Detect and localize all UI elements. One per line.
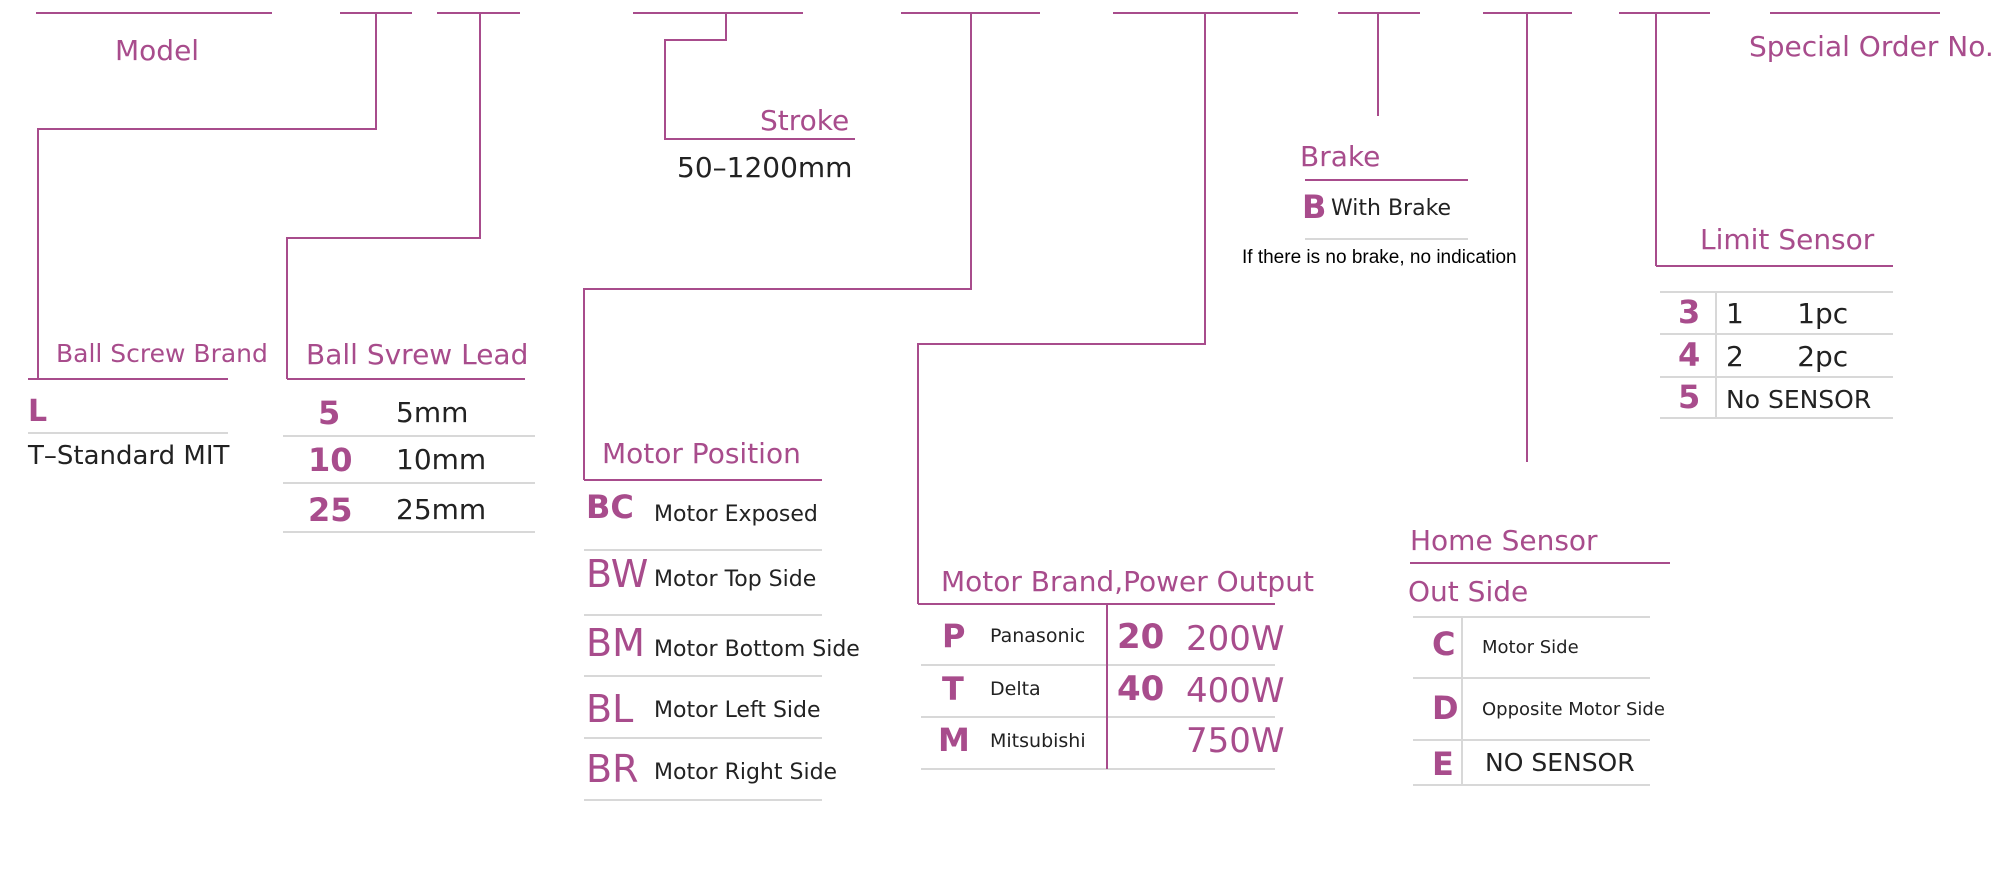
- motor-position-value-br: Motor Right Side: [654, 760, 838, 785]
- motor-position-value-bc: Motor Exposed: [654, 502, 818, 527]
- motor-position-connector: [583, 13, 972, 480]
- motor-position-code-bc: BC: [586, 488, 634, 526]
- motor-brand-code-p: P: [942, 617, 966, 655]
- motor-brand-connector: [917, 13, 1206, 604]
- motor-position-code-bw: BW: [586, 552, 649, 596]
- lead-code-25: 25: [308, 491, 353, 529]
- home-sensor-value-c: Motor Side: [1482, 637, 1579, 658]
- motor-position-code-br: BR: [586, 747, 639, 791]
- motor-brand-power-label: Motor Brand,Power Output: [941, 565, 1314, 598]
- brake-label: Brake: [1300, 140, 1381, 173]
- motor-brand-code-t: T: [942, 670, 964, 708]
- ball-screw-lead-label: Ball Svrew Lead: [306, 338, 529, 371]
- home-sensor-value-d: Opposite Motor Side: [1482, 699, 1665, 720]
- lead-value-5mm: 5mm: [396, 396, 469, 429]
- power-value-200w: 200W: [1186, 619, 1285, 659]
- home-sensor-code-e: E: [1432, 745, 1454, 783]
- home-sensor-code-c: C: [1432, 625, 1456, 663]
- stroke-label: Stroke: [760, 104, 850, 137]
- ball-screw-brand-description: T–Standard MIT: [28, 441, 230, 471]
- ball-screw-lead-connector: [286, 13, 481, 379]
- lead-code-10: 10: [308, 441, 353, 479]
- limit-sensor-value-2pc: 2 2pc: [1726, 340, 1849, 373]
- model-label: Model: [115, 34, 200, 67]
- motor-position-code-bl: BL: [586, 687, 634, 731]
- motor-position-value-bm: Motor Bottom Side: [654, 637, 860, 662]
- motor-brand-name-panasonic: Panasonic: [990, 625, 1086, 647]
- limit-sensor-code-5: 5: [1678, 378, 1701, 416]
- power-code-20: 20: [1117, 617, 1165, 657]
- home-sensor-value-e: NO SENSOR: [1485, 748, 1635, 777]
- motor-position-value-bl: Motor Left Side: [654, 698, 821, 723]
- home-sensor-code-d: D: [1432, 689, 1459, 727]
- power-value-750w: 750W: [1186, 721, 1285, 761]
- ball-screw-brand-code: L: [28, 394, 48, 429]
- limit-sensor-label: Limit Sensor: [1700, 223, 1875, 256]
- limit-sensor-value-none: No SENSOR: [1726, 385, 1872, 414]
- motor-brand-name-delta: Delta: [990, 678, 1041, 700]
- motor-position-label: Motor Position: [602, 437, 801, 470]
- power-value-400w: 400W: [1186, 671, 1285, 711]
- brake-note: If there is no brake, no indication: [1242, 247, 1517, 268]
- motor-position-code-bm: BM: [586, 621, 645, 665]
- limit-sensor-value-1pc: 1 1pc: [1726, 297, 1849, 330]
- ball-screw-brand-label: Ball Screw Brand: [56, 339, 268, 368]
- lead-value-10mm: 10mm: [396, 443, 487, 476]
- brake-code-b: B: [1302, 188, 1327, 226]
- motor-brand-code-m: M: [938, 721, 970, 759]
- brake-value: With Brake: [1331, 196, 1452, 221]
- motor-position-value-bw: Motor Top Side: [654, 567, 817, 592]
- special-order-label: Special Order No.: [1749, 30, 1994, 63]
- lead-code-5: 5: [318, 394, 341, 432]
- stroke-connector: [664, 13, 855, 140]
- motor-brand-name-mitsubishi: Mitsubishi: [990, 730, 1086, 752]
- power-code-40: 40: [1117, 669, 1165, 709]
- limit-sensor-code-4: 4: [1678, 336, 1701, 374]
- limit-sensor-code-3: 3: [1678, 293, 1701, 331]
- lead-value-25mm: 25mm: [396, 493, 487, 526]
- stroke-range: 50–1200mm: [677, 151, 853, 184]
- home-sensor-sublabel: Out Side: [1408, 575, 1529, 608]
- ball-screw-brand-connector: [37, 13, 377, 379]
- home-sensor-label: Home Sensor: [1410, 524, 1598, 557]
